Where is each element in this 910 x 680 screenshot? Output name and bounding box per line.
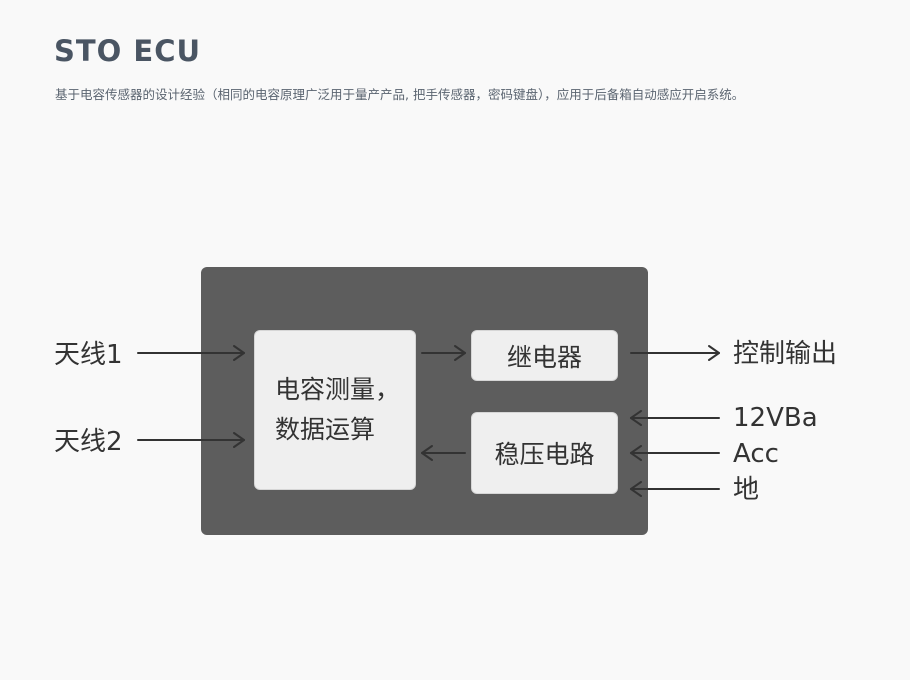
arrow-antenna1-to-cpu bbox=[137, 345, 245, 361]
capacitance-processing-block: 电容测量， 数据运算 bbox=[254, 330, 416, 490]
relay-block: 继电器 bbox=[471, 330, 618, 381]
arrow-cpu-to-relay bbox=[421, 345, 466, 361]
arrow-regulator-to-cpu bbox=[421, 445, 466, 461]
page-description: 基于电容传感器的设计经验（相同的电容原理广泛用于量产产品, 把手传感器，密码键盘… bbox=[55, 87, 745, 102]
relay-label: 继电器 bbox=[506, 342, 582, 372]
regulator-label: 稳压电路 bbox=[494, 440, 595, 469]
arrow-relay-to-output bbox=[630, 345, 720, 361]
antenna2-label: 天线2 bbox=[54, 427, 123, 457]
ground-input-label: 地 bbox=[733, 475, 760, 505]
arrow-battery-to-regulator bbox=[630, 410, 720, 426]
arrow-antenna2-to-cpu bbox=[137, 432, 245, 448]
control-output-label: 控制输出 bbox=[733, 339, 838, 369]
cpu-label-line2: 数据运算 bbox=[275, 415, 376, 444]
arrow-acc-to-regulator bbox=[630, 445, 720, 461]
arrow-ground-to-regulator bbox=[630, 481, 720, 497]
acc-input-label: Acc bbox=[733, 439, 779, 469]
page-title: STO ECU bbox=[54, 34, 202, 68]
cpu-label-line1: 电容测量， bbox=[275, 375, 401, 404]
battery-input-label: 12VBa bbox=[733, 403, 818, 433]
antenna1-label: 天线1 bbox=[54, 340, 123, 370]
voltage-regulator-block: 稳压电路 bbox=[471, 412, 618, 494]
